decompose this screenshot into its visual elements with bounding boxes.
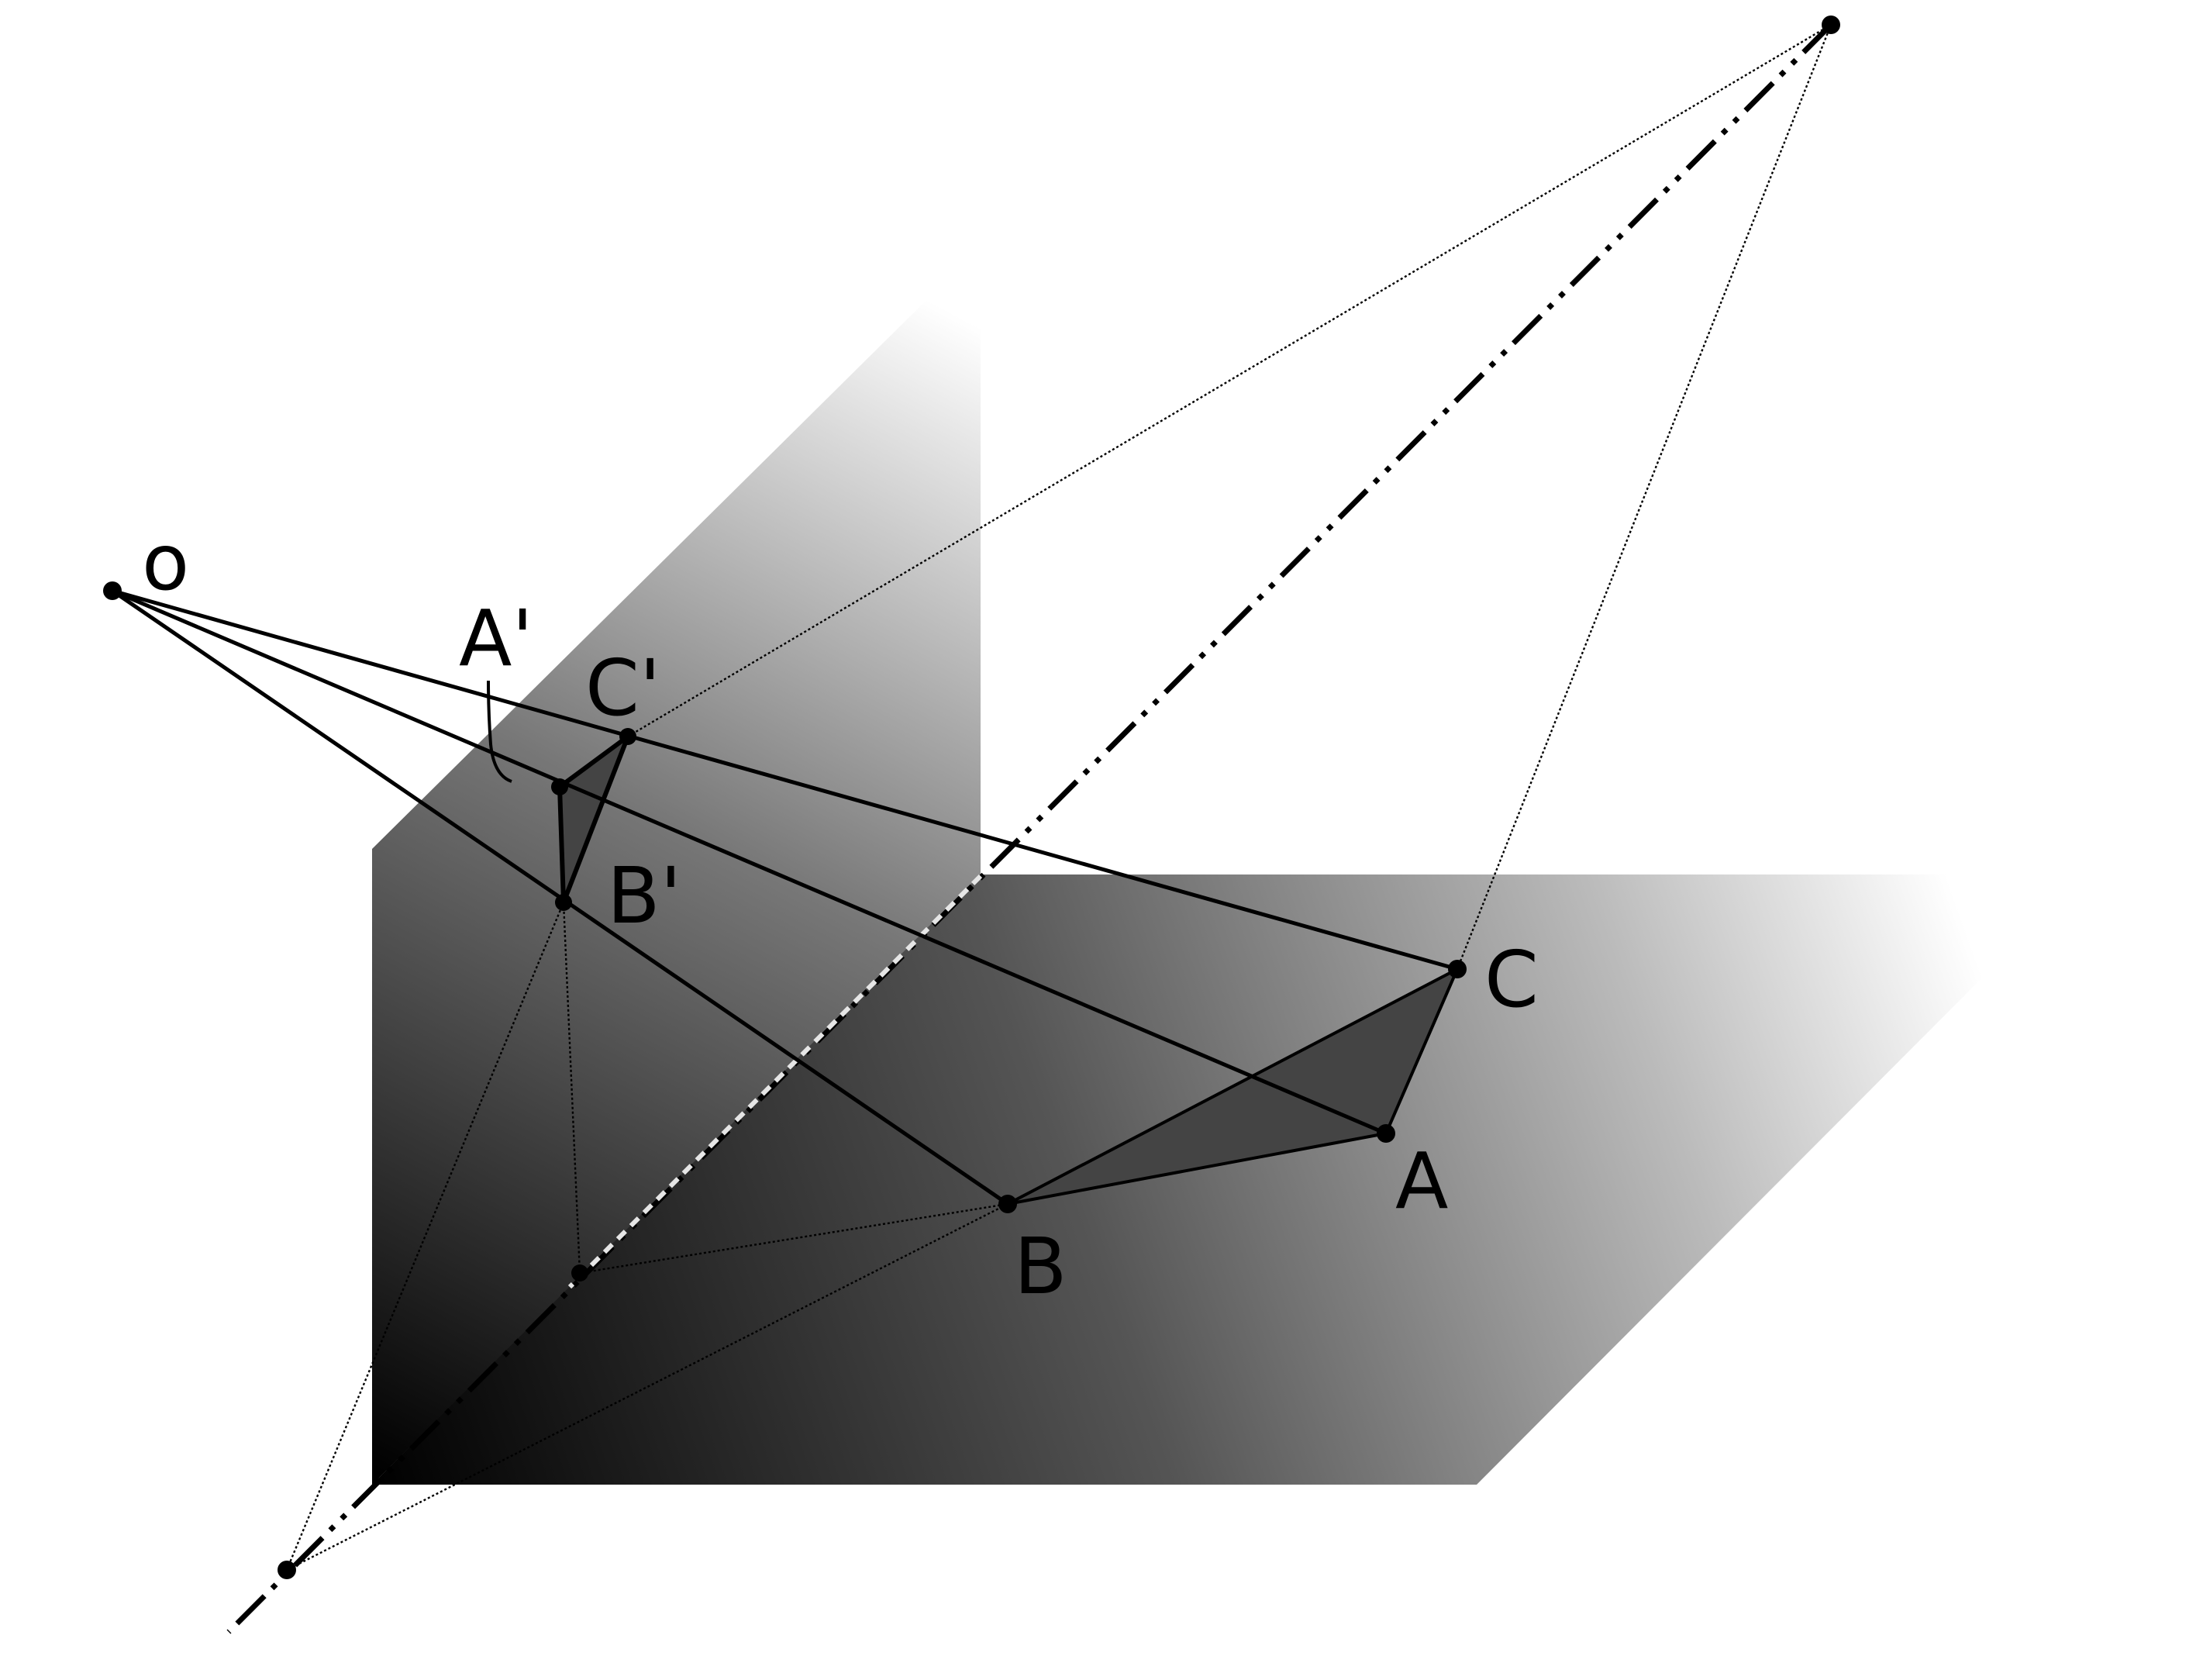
- label-c: C: [1484, 934, 1539, 1025]
- points: [103, 16, 1840, 1579]
- intersection-axis-light-segment: [567, 874, 983, 1289]
- construction-lines: [285, 23, 1832, 1571]
- point-vanishing-top: [1822, 16, 1840, 34]
- label-b-prime: B': [607, 850, 681, 941]
- triangle-abc: [1007, 965, 1461, 1206]
- point-c-prime: [619, 728, 636, 745]
- label-a: A: [1395, 1136, 1448, 1226]
- a-prime-brace: [487, 680, 512, 783]
- point-b-prime: [555, 894, 572, 911]
- label-b: B: [1014, 1221, 1067, 1312]
- point-o: [103, 581, 122, 600]
- point-axis-bottom: [278, 1561, 296, 1579]
- vertical-plane: [372, 247, 981, 1485]
- point-axis-b-prime-foot: [571, 1264, 588, 1282]
- point-a: [1377, 1124, 1395, 1143]
- point-b: [998, 1195, 1017, 1213]
- label-a-prime: A': [459, 593, 533, 684]
- horizontal-plane: [372, 874, 2085, 1485]
- point-a-prime: [551, 778, 568, 795]
- point-c: [1448, 960, 1467, 978]
- label-o: o: [142, 517, 189, 608]
- intersection-axis: [226, 22, 1833, 1634]
- triangle-abc-prime: [557, 730, 633, 904]
- label-c-prime: C': [585, 643, 660, 733]
